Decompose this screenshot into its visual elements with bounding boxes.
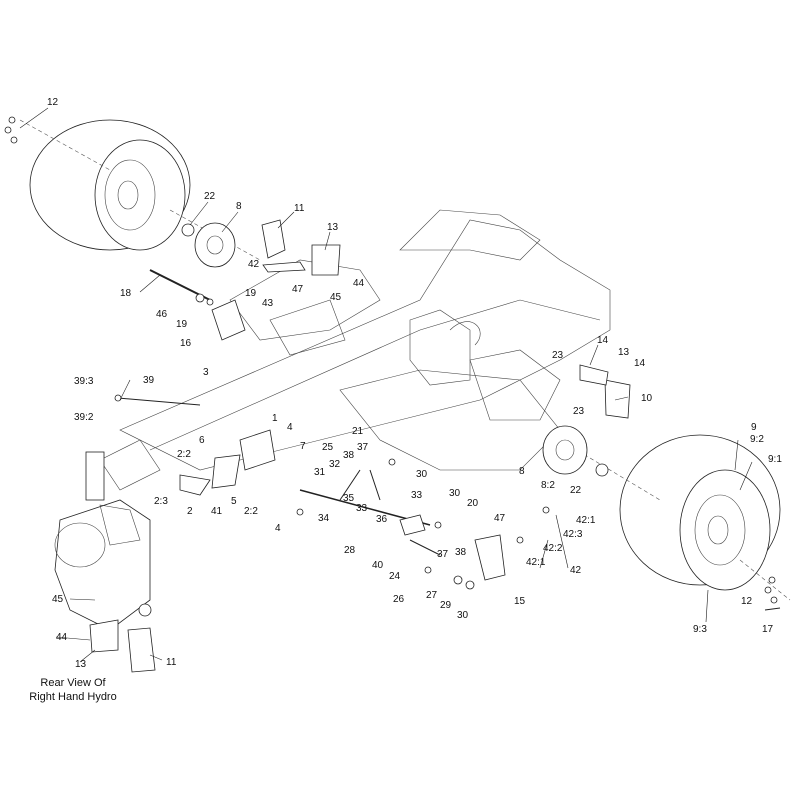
hydro-unit [54, 499, 156, 673]
callout-32: 32 [329, 459, 341, 470]
callout-29: 29 [440, 600, 452, 611]
callout-30: 30 [457, 610, 469, 621]
callout-13: 13 [618, 347, 630, 358]
callout-24: 24 [389, 571, 401, 582]
callout-5: 5 [231, 496, 237, 507]
callout-47: 47 [494, 513, 506, 524]
callout-26: 26 [393, 594, 405, 605]
callout-4: 4 [275, 523, 281, 534]
callout-42-3: 42:3 [563, 529, 583, 540]
callout-39: 39 [143, 375, 155, 386]
callout-39-2: 39:2 [74, 412, 94, 423]
callout-39-3: 39:3 [74, 376, 94, 387]
callout-45: 45 [52, 594, 64, 605]
callout-2-2: 2:2 [177, 449, 191, 460]
callout-42-2: 42:2 [543, 543, 563, 554]
callout-11: 11 [166, 657, 177, 668]
callout-22: 22 [204, 191, 216, 202]
hydro-view-caption: Rear View Of Right Hand Hydro [18, 676, 128, 704]
callout-11: 11 [294, 203, 305, 214]
leader-lines [19, 107, 753, 663]
callout-2-2: 2:2 [244, 506, 258, 517]
callout-1: 1 [272, 413, 278, 424]
callout-9-2: 9:2 [750, 434, 764, 445]
callout-47: 47 [292, 284, 304, 295]
callout-42: 42 [248, 259, 260, 270]
callout-8-2: 8:2 [541, 480, 555, 491]
callout-4: 4 [287, 422, 293, 433]
callout-9-3: 9:3 [693, 624, 707, 635]
callout-30: 30 [449, 488, 461, 499]
callout-3: 3 [203, 367, 209, 378]
fasteners [4, 116, 781, 611]
callout-36: 36 [376, 514, 388, 525]
callout-14: 14 [634, 358, 646, 369]
callout-34: 34 [318, 513, 330, 524]
callout-31: 31 [314, 467, 326, 478]
right-wheel [559, 434, 791, 601]
callout-9-1: 9:1 [768, 454, 782, 465]
callout-19: 19 [176, 319, 188, 330]
callout-10: 10 [641, 393, 653, 404]
callout-13: 13 [327, 222, 339, 233]
callout-37: 37 [357, 442, 369, 453]
callout-labels: 12 22 8 11 13 42 47 44 45 18 46 19 19 43… [47, 97, 782, 670]
callout-42-1: 42:1 [576, 515, 596, 526]
callout-43: 43 [262, 298, 274, 309]
caption-line-2: Right Hand Hydro [29, 691, 117, 703]
callout-33: 33 [411, 490, 423, 501]
callout-35: 35 [343, 493, 355, 504]
callout-28: 28 [344, 545, 356, 556]
callout-2: 2 [187, 506, 193, 517]
callout-38: 38 [455, 547, 467, 558]
brake-linkage [114, 394, 506, 581]
callout-33: 33 [356, 503, 368, 514]
callout-8: 8 [519, 466, 525, 477]
callout-46: 46 [156, 309, 168, 320]
left-hub [181, 222, 236, 268]
right-hub [542, 425, 609, 477]
left-wheel [19, 119, 261, 261]
callout-8: 8 [236, 201, 242, 212]
callout-7: 7 [300, 441, 306, 452]
callout-27: 27 [426, 590, 438, 601]
callout-9: 9 [751, 422, 757, 433]
callout-20: 20 [467, 498, 479, 509]
callout-15: 15 [514, 596, 526, 607]
callout-40: 40 [372, 560, 384, 571]
callout-13: 13 [75, 659, 87, 670]
callout-21: 21 [352, 426, 364, 437]
callout-23: 23 [552, 350, 564, 361]
callout-16: 16 [180, 338, 192, 349]
callout-30: 30 [416, 469, 428, 480]
callout-45: 45 [330, 292, 342, 303]
callout-44: 44 [353, 278, 365, 289]
caption-line-1: Rear View Of [40, 677, 106, 689]
callout-17: 17 [762, 624, 774, 635]
callout-25: 25 [322, 442, 334, 453]
frame-tube [85, 451, 105, 501]
callout-12: 12 [741, 596, 753, 607]
right-brake-caliper [579, 364, 631, 419]
callout-22: 22 [570, 485, 582, 496]
callout-19: 19 [245, 288, 257, 299]
callout-38: 38 [343, 450, 355, 461]
callout-41: 41 [211, 506, 223, 517]
callout-44: 44 [56, 632, 68, 643]
callout-14: 14 [597, 335, 609, 346]
callout-6: 6 [199, 435, 205, 446]
callout-2-3: 2:3 [154, 496, 168, 507]
callout-18: 18 [120, 288, 132, 299]
left-brake-caliper [261, 219, 341, 276]
chassis-frame [85, 209, 611, 501]
callout-23: 23 [573, 406, 585, 417]
callout-37: 37 [437, 549, 449, 560]
axle-bolt [149, 269, 246, 341]
callout-12: 12 [47, 97, 59, 108]
callout-42-1: 42:1 [526, 557, 546, 568]
callout-42: 42 [570, 565, 582, 576]
